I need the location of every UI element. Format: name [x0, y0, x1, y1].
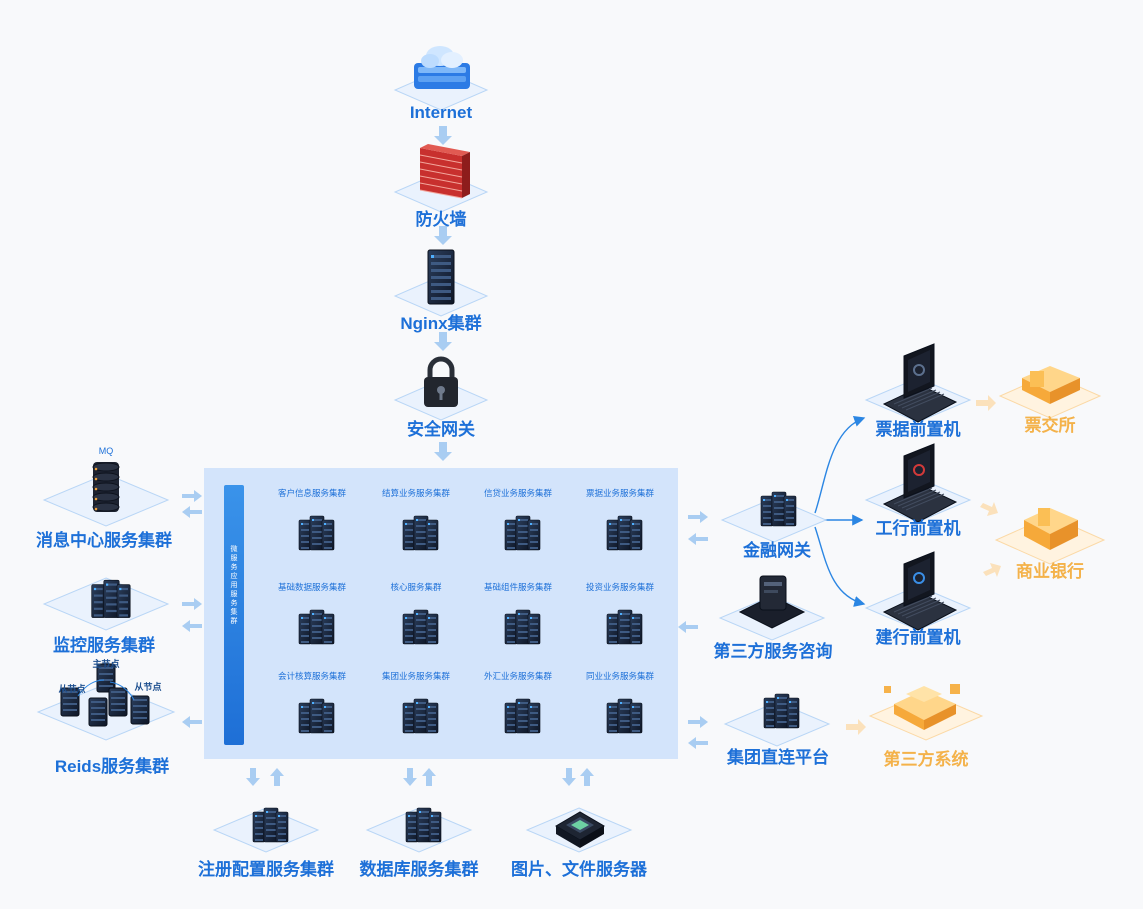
icbc-frontend-label: 工行前置机 [875, 519, 961, 538]
left-double-arrows [182, 490, 202, 728]
service-label: 客户信息服务集群 [277, 488, 347, 498]
group-platform-label: 集团直连平台 [727, 748, 829, 767]
orange-arrows [846, 395, 1001, 735]
monitor-label: 监控服务集群 [53, 636, 155, 655]
message-center-label: 消息中心服务集群 [36, 531, 172, 550]
gateway-label: 安全网关 [407, 420, 475, 439]
redis-slave-left-label: 从节点 [58, 684, 86, 694]
mq-label: MQ [98, 446, 114, 456]
firewall-label: 防火墙 [415, 210, 467, 229]
internet-label: Internet [409, 103, 473, 122]
bill-exchange-label: 票交所 [1024, 416, 1076, 435]
service-label: 基础数据服务集群 [277, 582, 347, 592]
commercial-bank-label: 商业银行 [1016, 562, 1084, 581]
finance-gateway-label: 金融网关 [743, 541, 811, 560]
ccb-frontend-label: 建行前置机 [875, 628, 961, 647]
cluster-vertical-label: 微服务应用服务集群 [230, 546, 238, 625]
right-double-arrows [678, 511, 708, 749]
service-label: 核心服务集群 [390, 582, 442, 592]
chain-arrows [434, 126, 452, 461]
registry-label: 注册配置服务集群 [198, 860, 334, 879]
service-label: 基础组件服务集群 [483, 582, 553, 592]
database-label: 数据库服务集群 [359, 860, 479, 879]
service-label: 投资业务服务集群 [585, 582, 655, 592]
cluster-vertical-bar: 微服务应用服务集群 [224, 485, 244, 745]
redis-master-label: 主节点 [92, 659, 120, 669]
file-server-label: 图片、文件服务器 [511, 860, 647, 879]
bill-frontend-label: 票据前置机 [875, 420, 961, 439]
service-label: 信贷业务服务集群 [483, 488, 553, 498]
redis-slave-right-label: 从节点 [134, 682, 162, 692]
third-party-system-label: 第三方系统 [883, 750, 969, 769]
nginx-label: Nginx集群 [400, 314, 482, 333]
service-label: 集团业务服务集群 [381, 671, 451, 681]
bottom-double-arrows [246, 768, 594, 786]
service-label: 同业业务服务集群 [585, 671, 655, 681]
third-party-consult-label: 第三方服务咨询 [713, 642, 833, 661]
service-label: 外汇业务服务集群 [483, 671, 553, 681]
service-label: 结算业务服务集群 [381, 488, 451, 498]
gateway-fan [814, 415, 866, 607]
microservice-cluster-panel: 微服务应用服务集群 [204, 468, 678, 759]
service-label: 票据业务服务集群 [585, 488, 655, 498]
redis-label: Reids服务集群 [54, 757, 170, 776]
service-label: 会计核算服务集群 [277, 671, 347, 681]
